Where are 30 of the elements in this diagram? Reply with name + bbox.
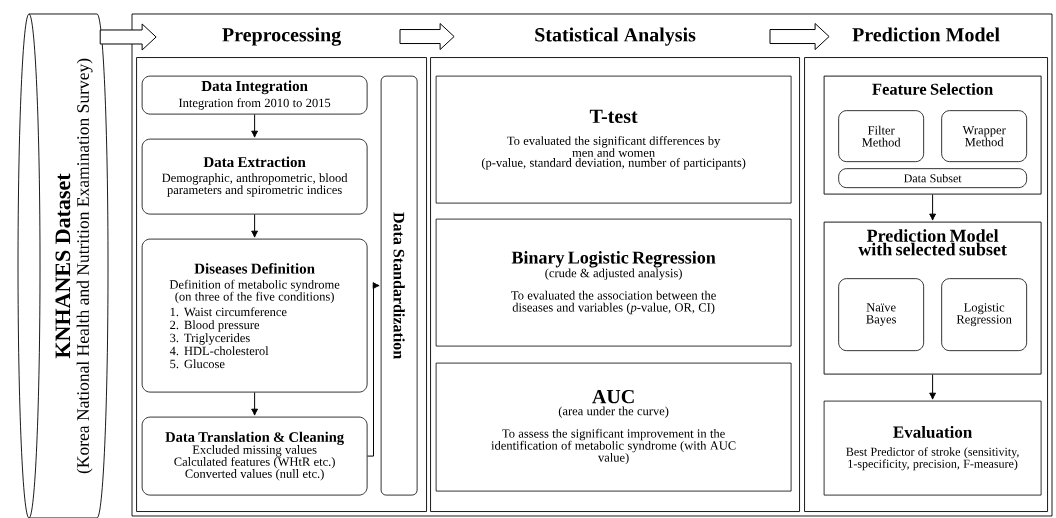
block-arrow — [769, 23, 830, 51]
arrow — [929, 374, 937, 400]
node-label: Statistical Analysis — [535, 27, 696, 46]
method-box: Filter Method — [838, 110, 925, 163]
arrow — [251, 392, 259, 416]
arrow — [367, 282, 380, 457]
node-label: Prediction Model — [852, 27, 1000, 42]
database-cylinder: KNHANES Dataset (Korea National Health and Nutrition Examination Survey) — [17, 13, 109, 518]
process-box: Diseases Definition Definition of metabolic syndrome (on three of the five conditions) 1. Waist circumference 2. Blood pressure 3. Triglycerides 4. HDL-cholesterol 5. Glucose — [141, 238, 368, 393]
method-box: Wrapper Method — [941, 110, 1028, 163]
process-box: Binary Logistic Regression (crude & adjusted analysis) To evaluated the association between the diseases and variables (p-value, OR, CI) — [435, 218, 792, 347]
process-box: AUC (area under the curve) To assess the significant improvement in the identification of metabolic syndrome (with AUC value) — [435, 362, 792, 492]
process-box: Data Translation & Cleaning Excluded missing values Calculated features (WHtR etc.) Converted values (null etc.) — [141, 416, 368, 496]
method-box: Data Subset — [838, 168, 1028, 189]
method-box: Logistic Regression — [941, 278, 1028, 352]
arrow — [251, 114, 259, 138]
arrow — [251, 214, 259, 238]
process-box: Evaluation Best Predictor of stroke (sensitivity, 1-specificity, precision, F-measure) — [823, 400, 1042, 496]
node-label: (Korea National Health and Nutrition Examination Survey) — [76, 58, 93, 474]
block-arrow — [399, 23, 455, 51]
process-box: Data Extraction Demographic, anthropometric, blood parameters and spirometric indices — [141, 138, 368, 215]
node-label: KNHANES Dataset — [55, 173, 71, 359]
node-label: Preprocessing — [222, 27, 341, 46]
outer-frame — [131, 13, 1053, 517]
process-box: Data Integration Integration from 2010 to 2015 — [141, 75, 368, 115]
process-box: T-test To evaluated the significant differences by men and women (p-value, standard deviation, number of participants) — [435, 75, 792, 204]
method-box: Naïve Bayes — [838, 278, 925, 352]
arrow — [929, 194, 937, 221]
process-box: Data Standardization — [380, 75, 418, 496]
block-arrow — [99, 23, 157, 51]
